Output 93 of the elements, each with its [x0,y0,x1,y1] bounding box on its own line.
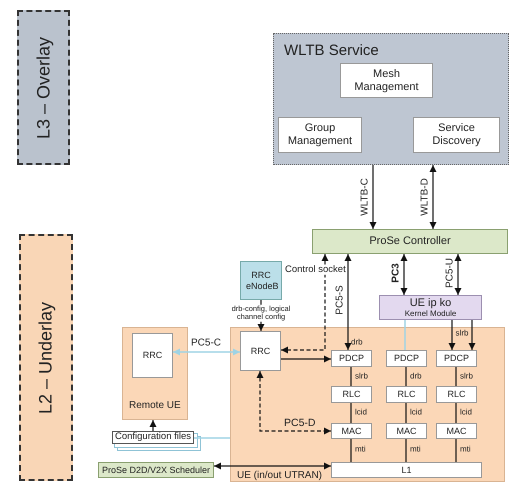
process-box [386,350,427,367]
edge-label: PC5-U [444,258,456,288]
edge-label: PC5-C [191,338,221,348]
edge-label: WLTB-D [420,178,430,216]
connector-line [455,439,457,462]
node-label: RLC [397,389,416,400]
process-box [340,63,433,98]
node-label: UE (in/out UTRAN) [237,470,322,481]
connector-line [405,439,407,462]
signal-label: drb [351,338,363,348]
connector-line [405,367,407,386]
node-label: Service Discovery [431,122,482,148]
double-arrow [400,254,408,295]
edge-label: slrb [456,330,468,338]
node-label: PDCP [394,353,419,364]
node-label: MAC [396,426,416,436]
arrow [448,320,456,350]
double-arrow [256,371,331,434]
connector-line [455,403,457,423]
node-label: RLC [342,389,360,400]
layer-band [17,10,70,165]
node-label: ProSe D2D/V2X Scheduler [102,464,210,476]
process-box [436,350,477,367]
arrow [281,356,331,362]
connector-line [455,367,457,386]
connector-line [350,403,352,423]
double-arrow [454,254,462,295]
connector-line [405,403,407,423]
node-label: Kernel Module [404,309,456,318]
process-box [386,423,427,439]
process-box [331,462,482,478]
node-label: L1 [401,464,412,476]
node-label: RRC [142,350,162,361]
connector-line [404,320,406,350]
edge-label: lcid [355,408,368,418]
edge-label: mti [410,446,421,454]
edge-label: slrb [460,372,473,382]
process-box [436,386,477,403]
process-box [386,386,427,403]
edge-label: WLTB-C [360,178,370,216]
connector-line [350,439,352,462]
process-box [240,261,282,300]
connector-line [350,367,352,386]
layer-title: L3 – Overlay [33,36,54,139]
node-label: PDCP [444,353,469,364]
process-box [312,229,508,254]
node-label: Configuration files [114,432,192,443]
process-box [240,331,281,371]
edge-label: slrb [355,372,368,382]
layer-title: L2 – Underlay [36,301,56,414]
double-arrow [281,254,328,354]
edge-label: mti [355,446,366,454]
node-label: MAC [446,426,466,436]
double-arrow [430,165,436,229]
process-box [98,462,214,478]
device-container [122,327,188,420]
node-label: RLC [447,389,466,400]
edge-label: PC5-D [284,418,316,430]
process-box [278,117,362,153]
node-label: MAC [342,426,362,436]
module-box [379,295,482,320]
double-arrow [214,462,331,470]
double-arrow [344,254,352,350]
device-container [230,327,505,482]
edge-label: lcid [410,408,422,418]
edge-label: PC5-S [334,285,346,315]
node-label: Mesh Management [353,68,420,94]
service-container [273,33,509,165]
node-label: ProSe Controller [369,235,451,248]
node-label: Group Management [286,122,354,148]
process-box [331,350,372,367]
node-label: Remote UE [129,400,181,411]
edge-label: drb [410,372,422,382]
arrow [468,320,476,350]
double-arrow [173,348,240,356]
arrow [150,420,156,431]
container-title: WLTB Service [284,42,379,60]
process-box [436,423,477,439]
process-box [331,423,372,439]
edge-label: lcid [460,408,472,418]
node-label: RRC eNodeB [246,270,276,291]
node-label: RRC [250,346,270,356]
edge-label: PC3 [390,263,402,283]
arrow [370,165,376,229]
process-box [331,386,372,403]
edge-label: Control socket [284,264,347,276]
layer-band [19,234,73,481]
process-box [413,117,500,153]
node-label: PDCP [338,353,364,364]
process-box [132,333,173,378]
edge-label: mti [460,446,471,454]
connector-line [194,437,230,439]
node-label: UE ip ko [410,296,452,310]
